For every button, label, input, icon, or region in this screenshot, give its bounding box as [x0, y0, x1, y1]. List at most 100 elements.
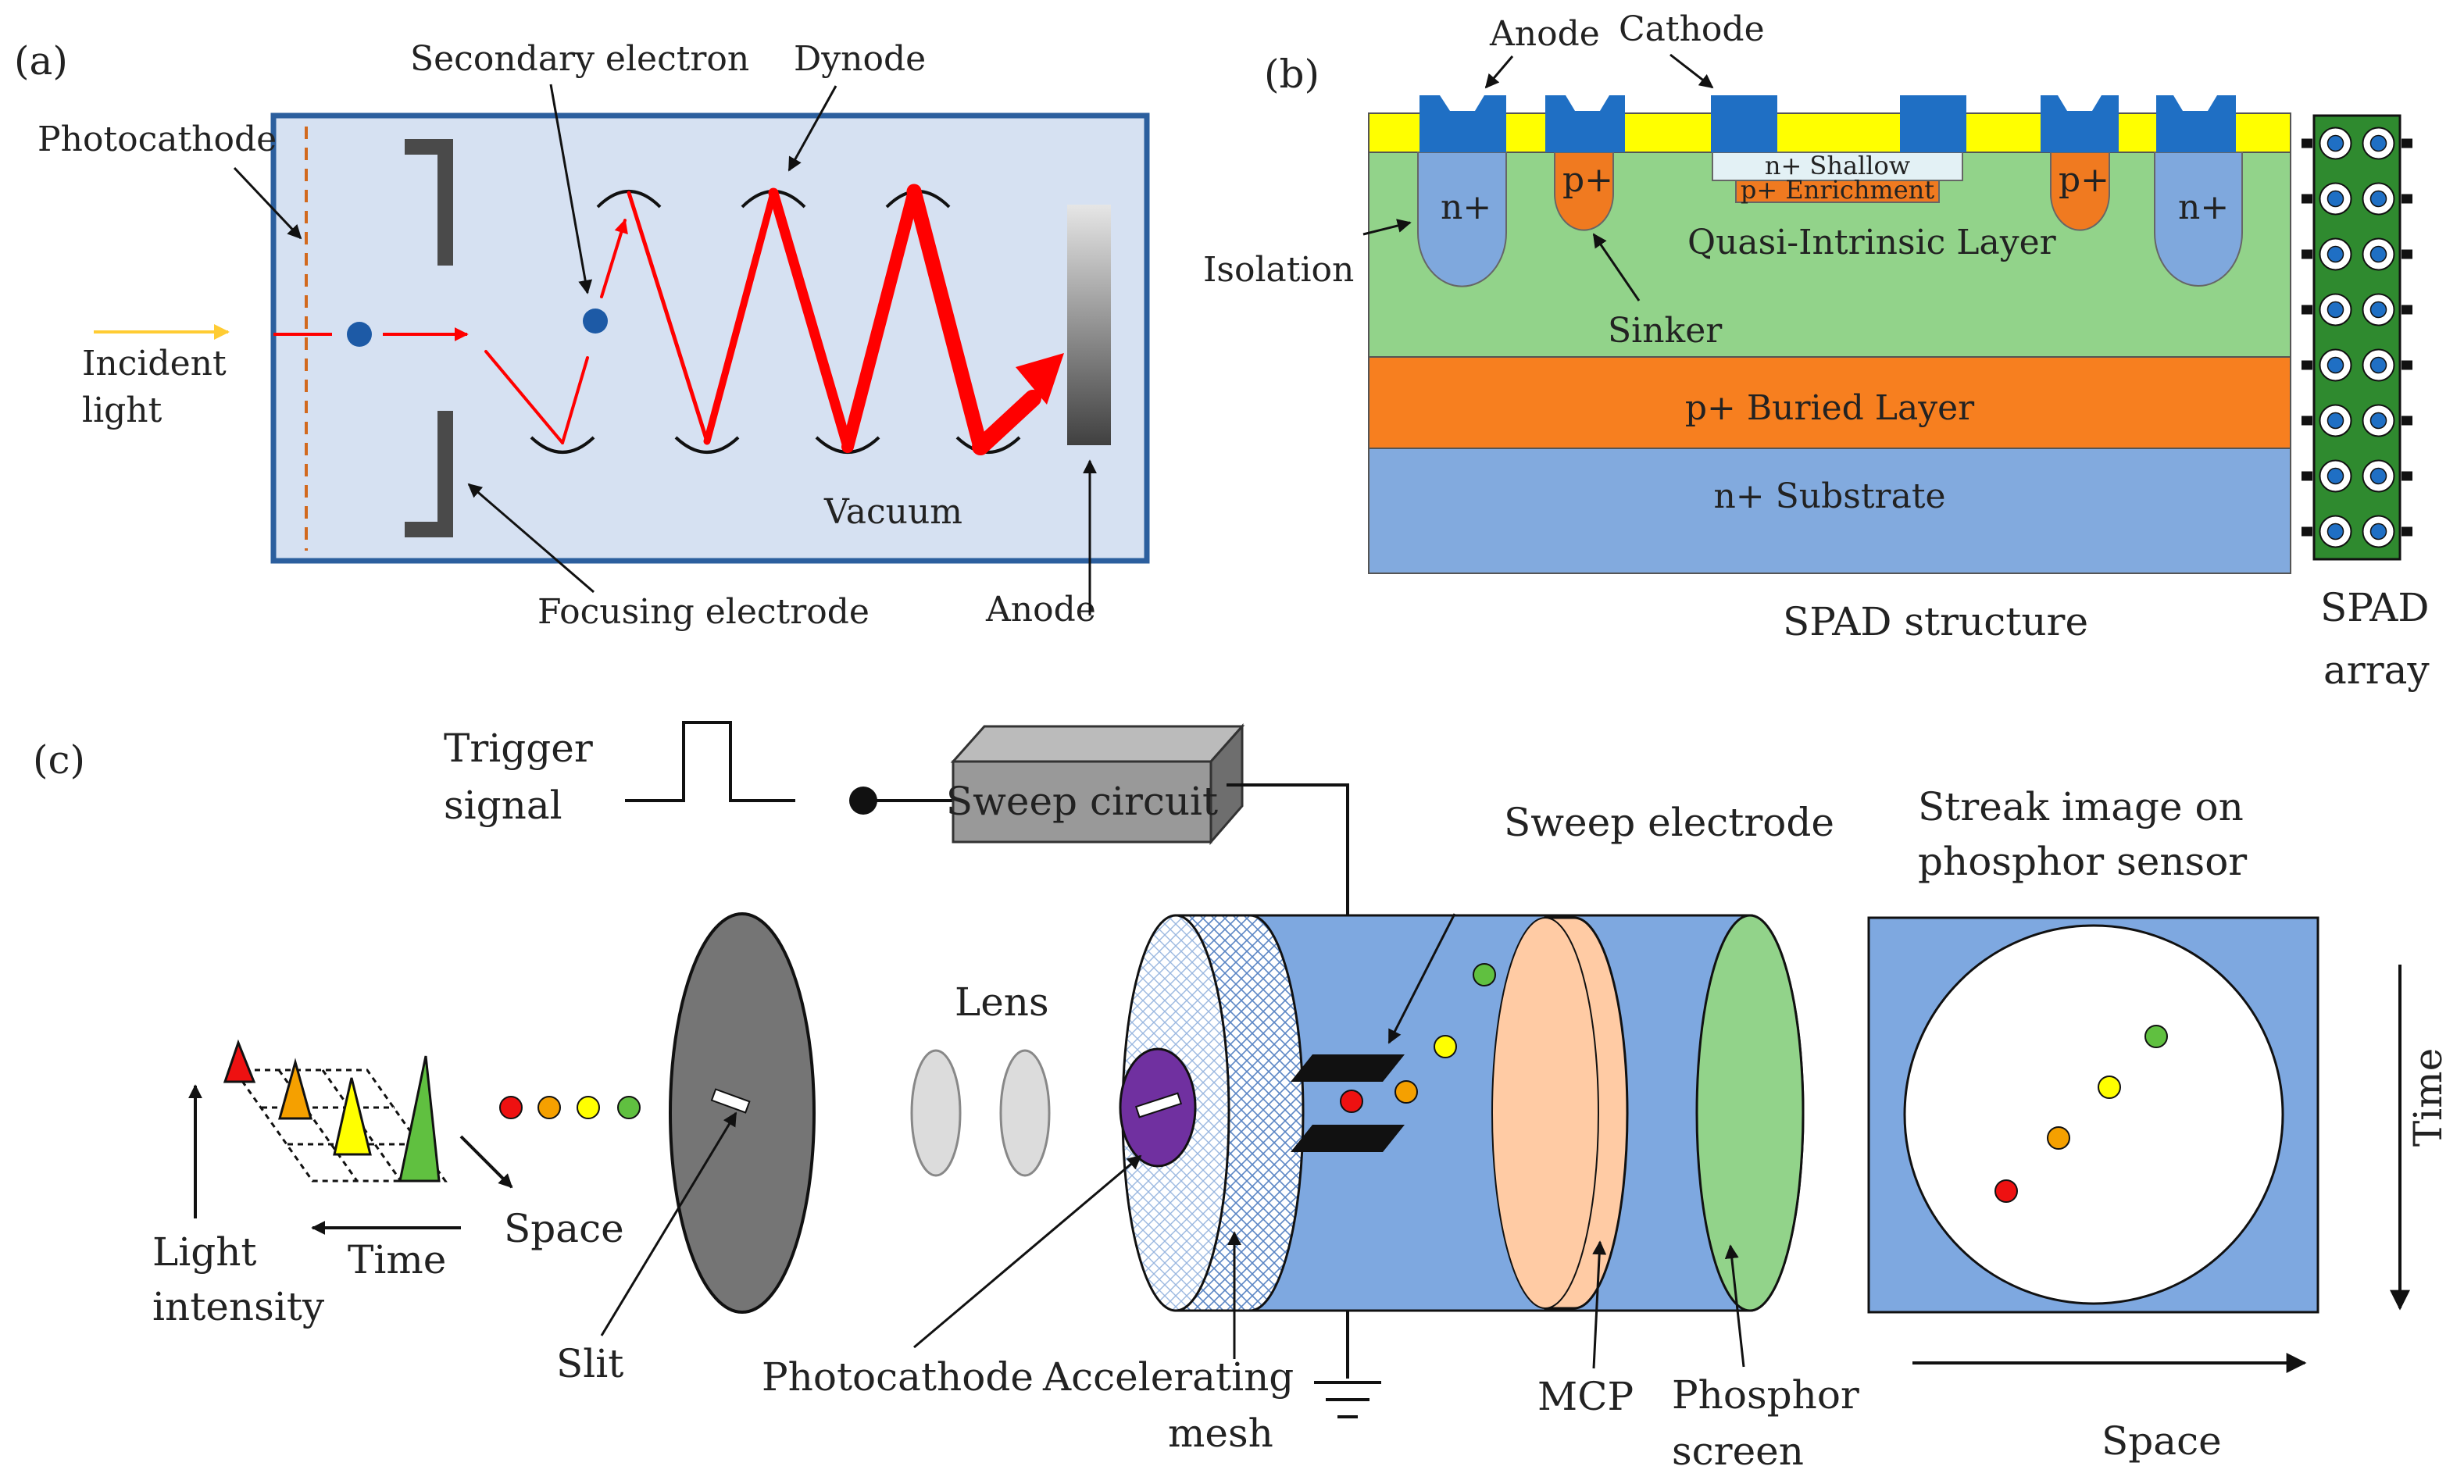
label-dynode: Dynode [794, 39, 926, 79]
leader-sweep-electrode [1387, 913, 1456, 1044]
label-n-plus-right: n+ [2178, 187, 2229, 227]
pulse-orange [278, 1058, 312, 1120]
panel-a-tag: (a) [14, 38, 68, 84]
panel-c-tag: (c) [33, 737, 85, 783]
sweep-electrode-top [1291, 1054, 1405, 1082]
label-trigger-2: signal [444, 783, 562, 828]
spad-substrate [1368, 448, 2291, 574]
photon-red [499, 1096, 523, 1119]
label-secondary-electron: Secondary electron [410, 39, 749, 79]
focusing-electrode-top [405, 139, 453, 266]
spad-array-cell [2319, 237, 2352, 271]
spad-array-pin [2302, 138, 2312, 148]
n-plus-right [2154, 152, 2243, 287]
spad-contacts [1419, 95, 2236, 152]
label-slit: Slit [556, 1341, 623, 1386]
panel-c: (c) Trigger signal Sweep circuit [33, 721, 2451, 1474]
arrow-space-left [459, 1135, 513, 1189]
label-incident-1: Incident [82, 344, 227, 383]
panel-a: (a) [14, 38, 1150, 632]
leader-secondary-electron [549, 84, 593, 294]
trigger-pulse [625, 721, 795, 802]
label-mcp: MCP [1537, 1374, 1634, 1419]
spad-array-cell [2362, 348, 2395, 382]
label-n-plus-left: n+ [1441, 187, 1491, 227]
streak-spot-red [1994, 1179, 2018, 1203]
spad-array-cell [2319, 127, 2352, 160]
label-spad-array-2: array [2323, 647, 2430, 693]
label-accelerating-2: mesh [1168, 1411, 1273, 1456]
label-light-1: Light [152, 1229, 257, 1275]
spad-array-pin [2402, 360, 2412, 370]
label-time-left: Time [348, 1237, 446, 1282]
pulse-yellow [333, 1077, 372, 1156]
spad-array-cell [2362, 459, 2395, 493]
leader-dynode [787, 85, 837, 172]
sweep-electrode-bottom [1291, 1125, 1405, 1152]
label-buried-layer: p+ Buried Layer [1685, 388, 1975, 428]
photon-yellow [577, 1096, 600, 1119]
leader-mcp [1592, 1240, 1607, 1369]
label-time-right: Time [2405, 1048, 2451, 1147]
n-plus-left [1417, 152, 1507, 287]
label-space-left: Space [504, 1206, 624, 1251]
label-cathode: Cathode [1619, 9, 1765, 49]
label-streak-2: phosphor sensor [1918, 839, 2247, 884]
leader-phosphor [1724, 1244, 1745, 1368]
label-substrate: n+ Substrate [1713, 476, 1945, 516]
spad-oxide [1368, 112, 2291, 153]
electron-orange [1394, 1080, 1418, 1104]
spad-array-cell [2319, 182, 2352, 216]
spad-array-pin [2302, 305, 2312, 315]
label-lens: Lens [955, 979, 1049, 1025]
n-plus-shallow [1712, 152, 1963, 181]
phosphor-sensor-circle [1903, 924, 2284, 1305]
leader-focusing-electrode [467, 483, 595, 594]
photoelectron [347, 322, 372, 347]
p-plus-left [1554, 152, 1614, 231]
lens-1 [910, 1049, 962, 1177]
p-plus-right [2050, 152, 2110, 231]
slit-disc [669, 912, 816, 1314]
dynode-7 [955, 436, 1021, 454]
photocathode-slit-image [1134, 1092, 1183, 1118]
label-incident-2: light [82, 391, 162, 430]
panel-b: (b) Anode Cathode n+ n+ p+ p+ n+ Shallow [1203, 9, 2430, 693]
label-space-right: Space [2102, 1418, 2222, 1464]
spad-array-pin [2402, 305, 2412, 315]
leader-sinker [1592, 233, 1641, 301]
streak-spot-green [2144, 1025, 2168, 1048]
sweep-circuit-box [950, 723, 1245, 846]
label-sweep-circuit: Sweep circuit [946, 779, 1218, 824]
spad-array-pin [2402, 194, 2412, 204]
label-spad-structure: SPAD structure [1783, 599, 2088, 644]
spad-array-board [2312, 114, 2402, 561]
label-phosphor-2: screen [1672, 1429, 1804, 1474]
dynode-1 [530, 436, 595, 454]
leader-isolation [1362, 219, 1412, 236]
p-plus-enrichment [1735, 180, 1940, 203]
label-p-enrichment: p+ Enrichment [1741, 175, 1934, 205]
spad-array-pin [2402, 526, 2412, 537]
spad-array-pin [2402, 138, 2412, 148]
label-streak-1: Streak image on [1918, 784, 2244, 829]
pmt-vacuum-tube [270, 112, 1150, 564]
label-focusing-electrode: Focusing electrode [537, 592, 870, 632]
spad-array-cell [2362, 293, 2395, 326]
label-n-shallow: n+ Shallow [1765, 151, 1910, 180]
label-photocathode-c: Photocathode [762, 1354, 1034, 1400]
dynode-3 [674, 436, 740, 454]
spad-array-cell [2319, 459, 2352, 493]
electron-cascade [484, 184, 1041, 455]
electron-cascade-head [1016, 353, 1064, 405]
label-light-2: intensity [152, 1284, 325, 1329]
lens-2 [999, 1049, 1051, 1177]
electron-red [1340, 1090, 1363, 1113]
spad-array-pin [2302, 194, 2312, 204]
label-accelerating-1: Accelerating [1042, 1354, 1294, 1400]
secondary-electron-dot [583, 309, 608, 334]
spad-array-pin [2302, 249, 2312, 259]
electron-green [1473, 963, 1496, 986]
label-p-plus-left: p+ [1562, 160, 1613, 200]
panel-b-tag: (b) [1264, 52, 1319, 97]
